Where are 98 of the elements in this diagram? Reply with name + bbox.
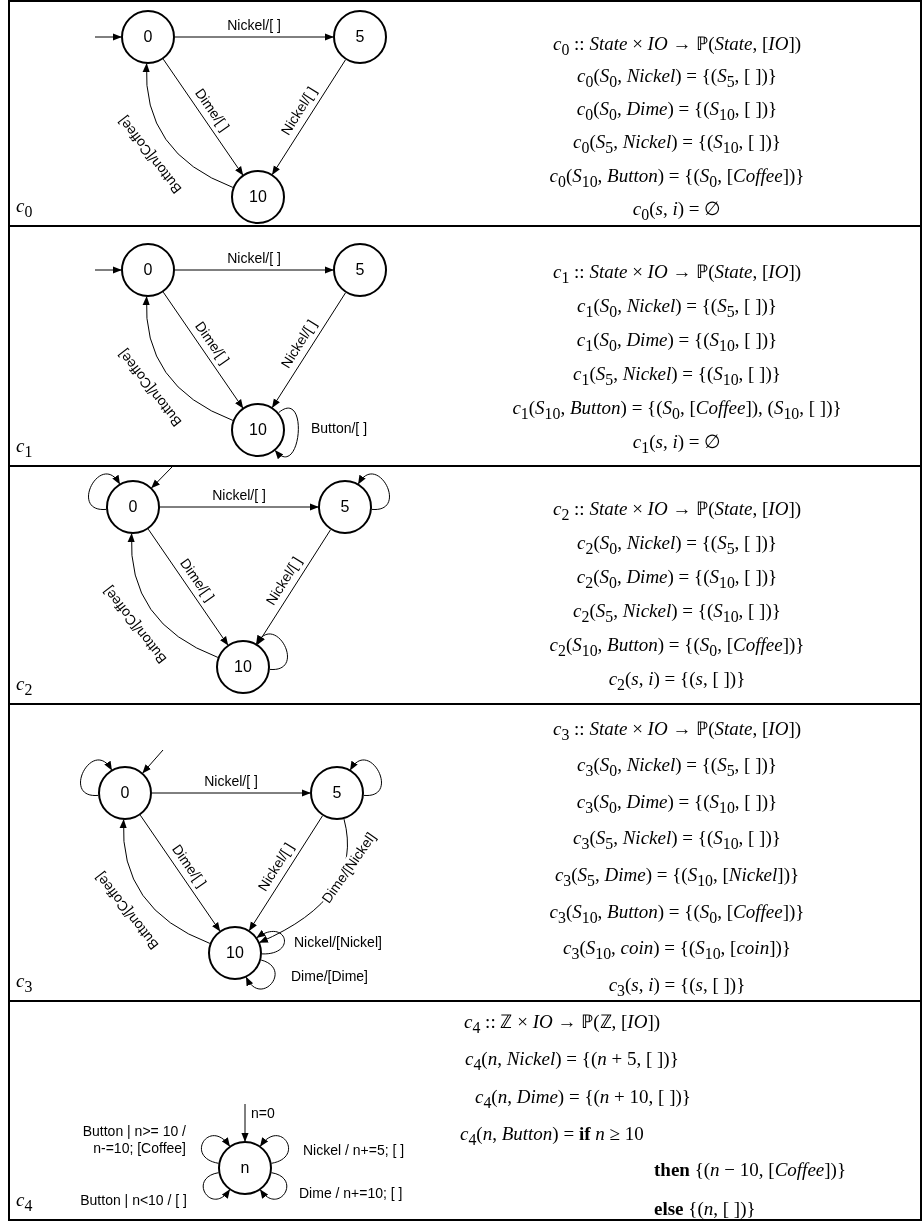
start-arrow: [142, 749, 164, 774]
state-circle: 5: [333, 243, 387, 297]
equation: c$_{3}$(S$_{0}$, Dime) = {(S$_{10}$, [ ])}: [575, 790, 779, 818]
transition-arrow: [249, 815, 323, 931]
transition-arrow: [159, 503, 319, 511]
transition-arrow: [272, 292, 346, 408]
transition-label: Dime/[Dime]: [290, 967, 369, 985]
equation: c$_{4}$(n, Button) = if n ≥ 10: [460, 1122, 644, 1150]
curved-arrow: [142, 296, 234, 421]
state-circle: 5: [310, 766, 364, 820]
self-loop-arrow: [255, 633, 288, 670]
start-arrow: [151, 466, 173, 489]
equation: c$_{2}$(S$_{10}$, Button) = {(S$_{0}$, [Coffee])}: [548, 633, 806, 661]
self-loop-arrow: [202, 1172, 231, 1200]
transition-arrow: [257, 529, 331, 645]
state-circle: 10: [216, 640, 270, 694]
self-loop-arrow: [349, 759, 382, 796]
state-circle: 5: [333, 10, 387, 64]
equation: c$_{0}$(S$_{10}$, Button) = {(S$_{0}$, [Coffee])}: [548, 164, 806, 192]
state-circle: 10: [208, 926, 262, 980]
panel-label: c$_{1}$: [16, 435, 33, 462]
table-row-panel: [8, 1000, 922, 1221]
transition-arrow: [174, 266, 334, 274]
transition-arrow: [147, 528, 229, 646]
self-loop-arrow: [201, 1135, 231, 1164]
curved-arrow: [119, 819, 211, 944]
state-circle: 0: [121, 243, 175, 297]
equation: c$_{3}$(S$_{10}$, coin) = {(S$_{10}$, [coin])}: [562, 936, 792, 964]
panel-label: c$_{2}$: [16, 673, 33, 700]
self-loop-arrow: [80, 759, 113, 796]
panel-label: c$_{3}$: [16, 970, 33, 997]
equation: c$_{0}$ :: State × IO → ℙ(State, [IO]): [551, 32, 803, 60]
equation: c$_{0}$(S$_{5}$, Nickel) = {(S$_{10}$, [ ])}: [572, 130, 782, 158]
equation: c$_{1}$(S$_{10}$, Button) = {(S$_{0}$, [Coffee]), (S$_{10}$, [ ])}: [511, 396, 843, 424]
equation: c$_{3}$(S$_{5}$, Nickel) = {(S$_{10}$, [ ])}: [572, 826, 782, 854]
transition-label: Dime / n+=10; [ ]: [298, 1184, 404, 1202]
equation: c$_{3}$(S$_{0}$, Nickel) = {(S$_{5}$, [ ])}: [576, 753, 778, 781]
equation: c$_{2}$(s, i) = {(s, [ ])}: [607, 667, 747, 695]
transition-label: Nickel/[Nickel]: [293, 933, 383, 951]
transition-arrow: [151, 789, 311, 797]
transition-label: Nickel / n+=5; [ ]: [302, 1141, 406, 1159]
equation: c$_{4}$(n, Nickel) = {(n + 5, [ ])}: [465, 1047, 679, 1075]
self-loop-arrow: [259, 1172, 288, 1200]
self-loop-arrow: [357, 473, 390, 510]
transition-label: Nickel/[ ]: [211, 486, 267, 504]
state-circle: 10: [231, 403, 285, 457]
equation: c$_{1}$(S$_{0}$, Dime) = {(S$_{10}$, [ ])}: [575, 328, 779, 356]
equation: c$_{2}$(S$_{5}$, Nickel) = {(S$_{10}$, [ ])}: [572, 599, 782, 627]
state-circle: 0: [98, 766, 152, 820]
state-circle: 0: [121, 10, 175, 64]
equation: c$_{2}$(S$_{0}$, Dime) = {(S$_{10}$, [ ])}: [575, 565, 779, 593]
transition-arrow: [139, 814, 221, 932]
equation: c$_{3}$ :: State × IO → ℙ(State, [IO]): [551, 717, 803, 745]
equation: then {(n − 10, [Coffee])}: [654, 1158, 847, 1182]
table-row-panel: [8, 225, 922, 467]
transition-arrow: [174, 33, 334, 41]
transition-label: Nickel/[ ]: [226, 249, 282, 267]
transition-label: Button/[ ]: [310, 419, 369, 437]
equation: c$_{0}$(s, i) = ∅: [631, 197, 723, 225]
self-loop-arrow: [256, 930, 285, 955]
equation: c$_{4}$ :: ℤ × IO → ℙ(ℤ, [IO]): [464, 1010, 661, 1038]
self-loop-arrow: [274, 408, 299, 459]
transition-label: Button | n<10 / [ ]: [79, 1191, 188, 1209]
start-arrow: [94, 33, 122, 41]
equation: c$_{3}$(s, i) = {(s, [ ])}: [607, 973, 747, 1001]
curved-arrow: [142, 63, 234, 188]
transition-label: Nickel/[ ]: [226, 16, 282, 34]
state-circle: n: [218, 1141, 272, 1195]
equation: c$_{4}$(n, Dime) = {(n + 10, [ ])}: [475, 1085, 691, 1113]
table-row-panel: [8, 703, 922, 1002]
transition-arrow: [162, 291, 244, 409]
equation: c$_{1}$(s, i) = ∅: [631, 430, 723, 458]
transition-label: Nickel/[ ]: [203, 772, 259, 790]
equation: c$_{0}$(S$_{0}$, Dime) = {(S$_{10}$, [ ])}: [575, 97, 779, 125]
state-circle: 5: [318, 480, 372, 534]
panel-label: c$_{4}$: [16, 1189, 33, 1216]
state-circle: 10: [231, 170, 285, 224]
equation: c$_{0}$(S$_{0}$, Nickel) = {(S$_{5}$, [ ])}: [576, 64, 778, 92]
transition-arrow: [272, 59, 346, 175]
panel-label: c$_{0}$: [16, 195, 33, 222]
self-loop-arrow: [259, 1135, 289, 1164]
table-row-panel: [8, 0, 922, 227]
start-arrow: [94, 266, 122, 274]
state-circle: 0: [106, 480, 160, 534]
equation: else {(n, [ ])}: [654, 1197, 756, 1221]
table-row-panel: [8, 465, 922, 705]
equation: c$_{2}$(S$_{0}$, Nickel) = {(S$_{5}$, [ ])}: [576, 531, 778, 559]
self-loop-arrow: [88, 473, 121, 510]
equation: c$_{1}$ :: State × IO → ℙ(State, [IO]): [551, 260, 803, 288]
start-arrow: [241, 1103, 249, 1142]
transition-arrow: [162, 58, 244, 176]
equation: c$_{3}$(S$_{10}$, Button) = {(S$_{0}$, [Coffee])}: [548, 900, 806, 928]
curved-arrow: [127, 533, 219, 658]
equation: c$_{3}$(S$_{5}$, Dime) = {(S$_{10}$, [Nickel])}: [553, 863, 801, 891]
equation: c$_{1}$(S$_{0}$, Nickel) = {(S$_{5}$, [ ])}: [576, 294, 778, 322]
self-loop-arrow: [245, 959, 276, 990]
equation: c$_{2}$ :: State × IO → ℙ(State, [IO]): [551, 497, 803, 525]
equation: c$_{1}$(S$_{5}$, Nickel) = {(S$_{10}$, [ ])}: [572, 362, 782, 390]
